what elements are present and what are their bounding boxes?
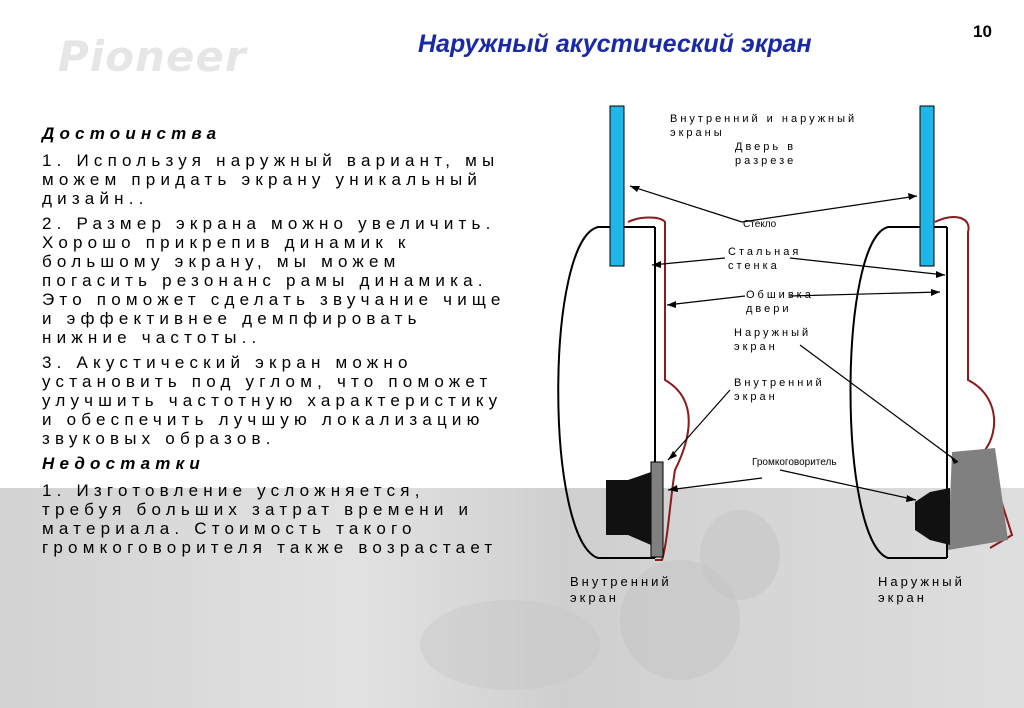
label-inner-outer-screens: Внутренний и наружный экраны xyxy=(670,112,900,140)
label-outer-screen: Наружный экран xyxy=(734,326,814,354)
caption-outer-screen: Наружный экран xyxy=(878,574,998,606)
right-speaker xyxy=(915,488,950,545)
left-inner-screen xyxy=(651,462,663,557)
caption-inner-screen: Внутренний экран xyxy=(570,574,710,606)
label-door-trim: Обшивка двери xyxy=(746,288,806,316)
left-speaker xyxy=(606,472,651,545)
right-glass xyxy=(920,106,934,266)
label-speaker: Громкоговоритель xyxy=(752,456,810,469)
label-glass: Стекло xyxy=(743,218,776,231)
label-inner-screen: Внутренний экран xyxy=(734,376,804,404)
label-door-section: Дверь в разрезе xyxy=(735,140,845,168)
label-steel-wall: Стальная стенка xyxy=(728,245,818,273)
left-glass xyxy=(610,106,624,266)
right-outer-screen xyxy=(948,448,1008,550)
